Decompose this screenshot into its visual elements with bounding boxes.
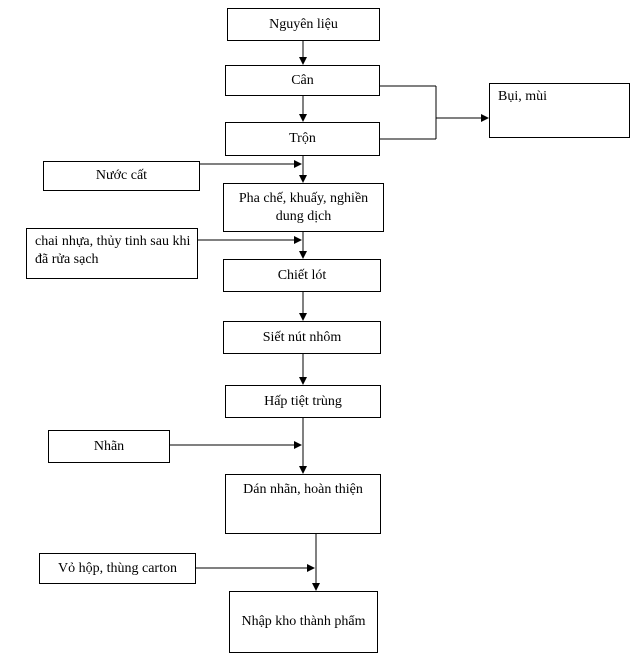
input-vo-hop: Vỏ hộp, thùng carton (39, 553, 196, 584)
step-tron: Trộn (225, 122, 380, 156)
step-chiet-lot: Chiết lót (223, 259, 381, 292)
input-nuoc-cat: Nước cất (43, 161, 200, 191)
step-pha-che: Pha chế, khuấy, nghiền dung dịch (223, 183, 384, 232)
step-can: Cân (225, 65, 380, 96)
step-hap-tiet-trung: Hấp tiệt trùng (225, 385, 381, 418)
step-pha-che-label: Pha chế, khuấy, nghiền dung dịch (238, 190, 369, 224)
input-chai-label: chai nhựa, thủy tinh sau khi đã rửa sạch (35, 234, 191, 267)
step-nhap-kho: Nhập kho thành phẩm (229, 591, 378, 653)
step-siet-nut: Siết nút nhôm (223, 321, 381, 354)
output-bui-mui: Bụi, mùi (489, 83, 630, 138)
input-nuoc-cat-label: Nước cất (95, 168, 148, 183)
input-nhan: Nhãn (48, 430, 170, 463)
step-hap-tiet-trung-label: Hấp tiệt trùng (264, 393, 342, 409)
step-dan-nhan-label: Dán nhãn, hoàn thiện (243, 482, 363, 497)
step-nguyen-lieu: Nguyên liệu (227, 8, 380, 41)
step-can-label: Cân (291, 72, 314, 88)
step-dan-nhan: Dán nhãn, hoàn thiện (225, 474, 381, 534)
step-siet-nut-label: Siết nút nhôm (262, 329, 342, 345)
step-chiet-lot-label: Chiết lót (277, 267, 327, 283)
step-tron-label: Trộn (289, 131, 316, 146)
input-chai: chai nhựa, thủy tinh sau khi đã rửa sạch (26, 228, 198, 279)
step-nguyen-lieu-label: Nguyên liệu (269, 16, 338, 32)
step-nhap-kho-label: Nhập kho thành phẩm (241, 614, 366, 629)
input-nhan-label: Nhãn (93, 438, 125, 454)
output-bui-mui-label: Bụi, mùi (498, 89, 548, 104)
input-vo-hop-label: Vỏ hộp, thùng carton (58, 560, 177, 576)
